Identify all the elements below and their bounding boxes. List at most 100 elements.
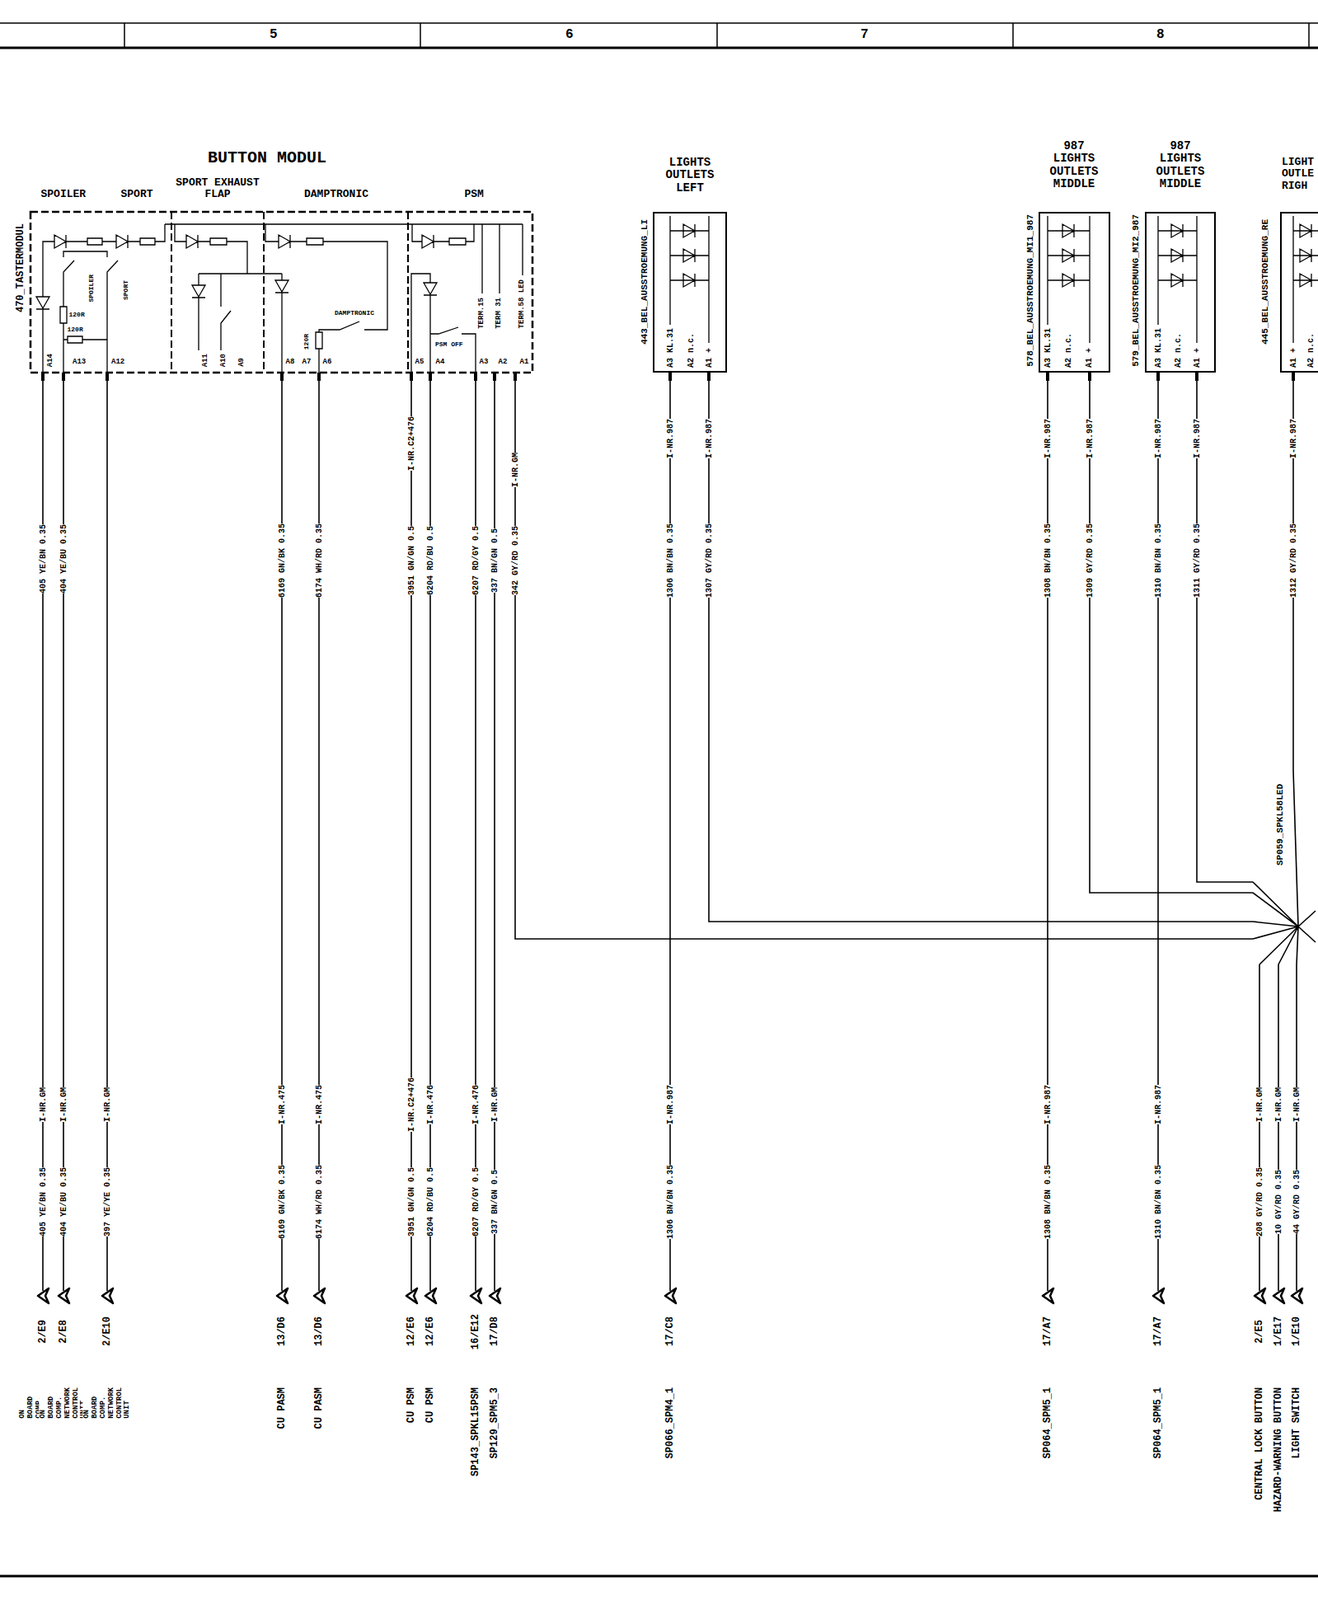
wire-label: 6207 RD/GY 0.5: [470, 525, 482, 596]
section-heading: SPORT EXHAUST FLAP: [171, 177, 264, 202]
light-outlet-box: LIGHTS OUTLETS LEFT443_BEL_AUSSTROEMUNG_…: [634, 146, 728, 373]
button-module: BUTTON MODUL 470_TASTERMODUL: [8, 144, 538, 373]
page-reference: 17/A7: [1041, 1316, 1055, 1347]
pin-label: A9: [237, 357, 248, 367]
destination-label: SP064_SPM5_1: [1041, 1387, 1055, 1459]
module-title: BUTTON MODUL: [206, 149, 328, 168]
wire-label: I-NR.GM: [102, 1087, 113, 1122]
section-heading: DAMPTRONIC: [303, 188, 370, 201]
component-title: LIGHT OUTLE RIGH: [1280, 156, 1318, 193]
wire-connector: [1196, 372, 1253, 882]
component-title: 987 LIGHTS OUTLETS MIDDLE: [1040, 140, 1108, 192]
wire-label: 404 YE/BU 0.35: [58, 1167, 70, 1237]
switch-label: SPORT: [121, 280, 132, 301]
frame-line: [0, 47, 1318, 1576]
pin-label: A2: [497, 358, 509, 367]
component-title: LIGHTS OUTLETS LEFT: [656, 156, 724, 195]
terminal-label: TERM.58 LED: [517, 279, 528, 329]
wire-label: I-NR.GM: [1273, 1087, 1285, 1122]
destination-label: CENTRAL LOCK BUTTON: [1253, 1387, 1267, 1501]
wire-label: I-NR.987: [1153, 1084, 1164, 1125]
wire-label: 6204 RD/BU 0.5: [425, 525, 437, 596]
page-reference: 17/C8: [664, 1316, 677, 1347]
wire-label: 10 GY/RD 0.35: [1273, 1169, 1285, 1234]
section-heading: SPORT: [120, 188, 155, 201]
wire-label: 6169 GN/BK 0.35: [276, 1164, 288, 1239]
wire-label: I-NR.987: [1084, 418, 1096, 459]
resistor-value: 120R: [302, 333, 312, 350]
wire-label: 1308 BN/BN 0.35: [1042, 523, 1054, 598]
wire-label: 1310 BN/BN 0.35: [1153, 523, 1164, 598]
resistor-value: 120R: [68, 311, 86, 319]
resistor-value: 120R: [66, 326, 85, 334]
destination-label: CU PSM: [405, 1387, 418, 1423]
page-reference: 2/E10: [101, 1316, 114, 1347]
pin-label: A14: [46, 353, 57, 367]
wire-label: I-NR.475: [314, 1084, 325, 1125]
wire-connector: [515, 372, 1253, 939]
pin-label: A1 +: [1288, 347, 1300, 368]
column-number: 5: [268, 28, 279, 43]
pin-label: A2 n.c.: [685, 333, 697, 368]
wire-label: 6174 WH/RD 0.35: [314, 523, 325, 598]
page-reference: 12/E6: [424, 1316, 437, 1347]
destination-label: CU PASM: [313, 1387, 326, 1429]
page-reference: 1/E17: [1272, 1316, 1286, 1347]
wire-label: I-NR.987: [665, 418, 676, 459]
module-border: [30, 211, 533, 373]
pin-label: A1: [519, 358, 531, 367]
wire-label: I-NR.GM: [510, 452, 521, 488]
pin-label: A3: [478, 358, 490, 367]
wire-label: I-NR.C2+476: [406, 416, 418, 471]
wire-label: I-NR.987: [1153, 418, 1164, 459]
wire-label: 405 YE/BN 0.35: [37, 1167, 49, 1237]
section-heading: SPOILER: [40, 188, 88, 201]
module-id: 470_TASTERMODUL: [14, 223, 28, 313]
wire: [42, 372, 1297, 1291]
wire-label: 342 GY/RD 0.35: [510, 525, 521, 596]
pin-label: A1 +: [1191, 347, 1203, 368]
page-reference: 16/E12: [469, 1313, 483, 1350]
module-circuit: [36, 224, 523, 373]
wire-label: 404 YE/BU 0.35: [58, 524, 70, 594]
pin-label: A7: [301, 358, 313, 367]
wire-label: 1307 GY/RD 0.35: [703, 523, 715, 598]
wire-label: 1312 GY/RD 0.35: [1288, 523, 1300, 598]
destination-label: CU PSM: [424, 1387, 437, 1423]
pin-label: A2 n.c.: [1172, 333, 1184, 368]
pin-label: A4: [435, 358, 446, 367]
wire-label: 337 BN/GN 0.5: [489, 528, 501, 593]
pin-label: A10: [219, 353, 230, 367]
destination-label: SP064_SPM5_1: [1152, 1387, 1165, 1459]
pin-label: A6: [322, 358, 334, 367]
destination-label: SP143_SPKL15PSM: [469, 1387, 483, 1477]
column-number: 6: [564, 28, 575, 43]
wire-label: I-NR.GM: [1254, 1087, 1266, 1122]
wire-label: 1308 BN/BN 0.35: [1042, 1164, 1054, 1239]
wire-label: I-NR.GM: [37, 1087, 49, 1122]
pin-label: A8: [285, 358, 296, 367]
switch-label: PSM OFF: [434, 341, 465, 349]
splice-wires: [1252, 770, 1316, 965]
switch-label: DAMPTRONIC: [333, 309, 376, 318]
wire-label: I-NR.987: [1042, 1084, 1054, 1125]
led-symbol: [670, 215, 1318, 343]
pin-label: A1 +: [703, 347, 715, 368]
pin-label: A11: [201, 353, 212, 367]
wire-label: 6169 GN/BK 0.35: [276, 523, 288, 598]
page-reference: 13/D6: [276, 1316, 289, 1347]
switch-label: SPOILER: [87, 274, 97, 303]
section-divider: [171, 211, 409, 373]
pin-label: A2 n.c.: [1305, 333, 1317, 368]
pin-label: A2 n.c.: [1063, 333, 1075, 368]
wire-label: 1311 GY/RD 0.35: [1191, 523, 1203, 598]
terminal-label: TERM 31: [494, 297, 505, 329]
wire-label: 44 GY/RD 0.35: [1291, 1169, 1303, 1234]
pin-label: A3 KL.31: [1042, 328, 1054, 368]
wire-label: 397 YE/YE 0.35: [102, 1167, 113, 1237]
wire-label: I-NR.987: [1288, 418, 1300, 459]
destination-label: ON BOARD COMP. NETWORK CONTROL UNIT: [82, 1387, 133, 1419]
wire-label: 6174 WH/RD 0.35: [314, 1164, 325, 1239]
wire-label: 3951 GN/GN 0.5: [406, 1167, 418, 1237]
page-reference: 12/E6: [405, 1316, 418, 1347]
